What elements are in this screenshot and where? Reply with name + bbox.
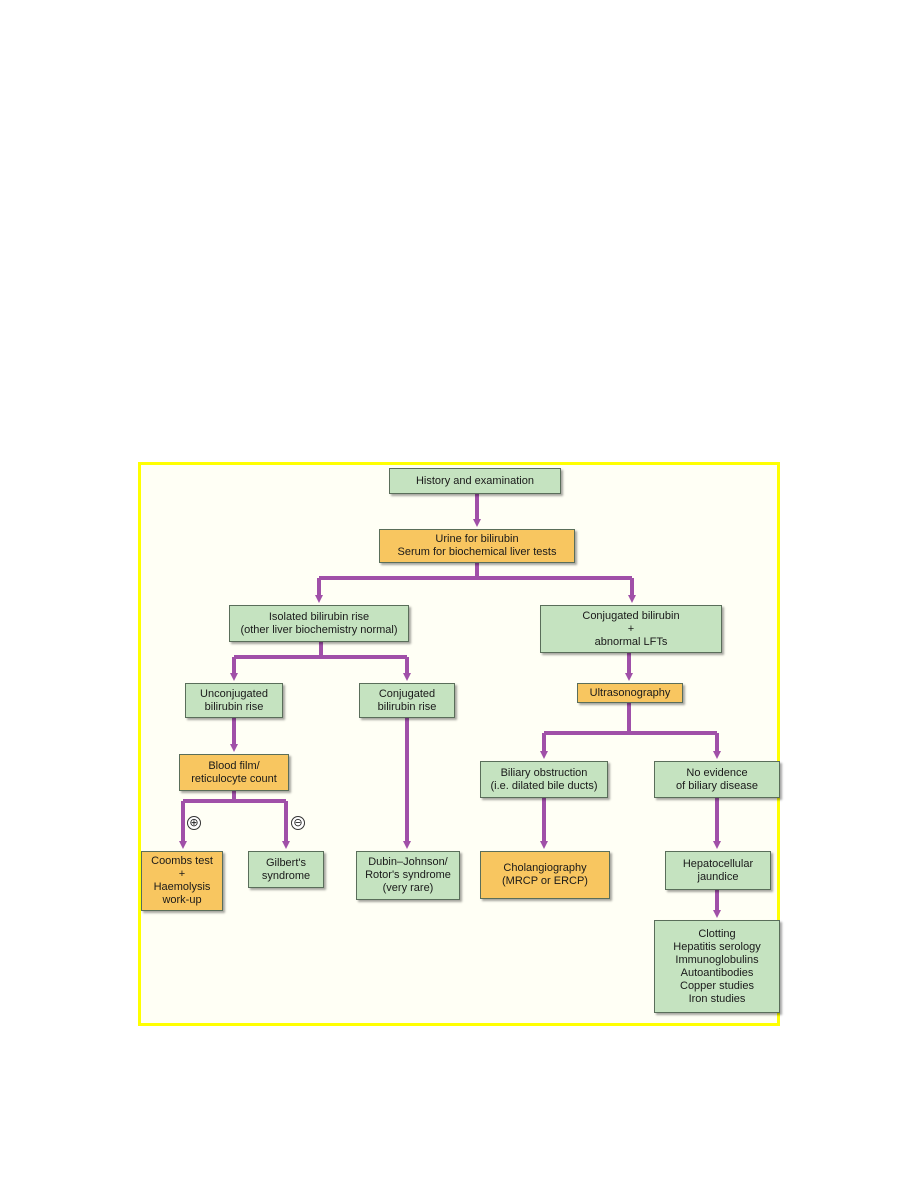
node-label-line: Hepatitis serology (673, 940, 761, 953)
arrow-ultrasono-split (544, 703, 717, 735)
node-label-line: History and examination (415, 474, 534, 487)
arrow-blood-film-split (183, 791, 286, 803)
node-label-line: Conjugated (378, 687, 436, 700)
node-isolated-bilirubin-rise: Isolated bilirubin rise(other liver bioc… (229, 605, 409, 642)
node-label-line: (very rare) (382, 882, 434, 894)
node-label-line: Gilbert's (266, 856, 306, 869)
node-label-line: Copper studies (680, 979, 754, 992)
node-label-line: Biliary obstruction (500, 766, 588, 779)
negative-sign-icon: ⊖ (291, 816, 305, 830)
node-label-line: Unconjugated (200, 687, 268, 700)
node-label-line: No evidence (686, 766, 748, 779)
node-label-line: Cholangiography (503, 862, 587, 874)
arrow-isolated-split (234, 642, 407, 659)
node-label-line: Coombs test (151, 855, 213, 867)
node-biliary-obstruction: Biliary obstruction(i.e. dilated bile du… (480, 761, 608, 798)
node-label-line: (MRCP or ERCP) (502, 875, 588, 887)
connector-layer (179, 494, 721, 918)
node-label-line: Dubin–Johnson/ (368, 856, 448, 868)
node-label-line: bilirubin rise (204, 700, 264, 713)
node-blood-film-reticulocyte-count: Blood film/reticulocyte count (179, 754, 289, 791)
node-label-line: bilirubin rise (377, 700, 437, 713)
node-ultrasonography: Ultrasonography (577, 683, 683, 703)
node-label-line: Urine for bilirubin (435, 533, 519, 545)
jaundice-flowchart: History and examination Urine for biliru… (138, 462, 780, 1026)
node-label-line: Iron studies (688, 992, 746, 1005)
node-dubin-johnson-rotor: Dubin–Johnson/Rotor's syndrome(very rare… (356, 851, 460, 900)
node-label-line: (i.e. dilated bile ducts) (490, 779, 598, 792)
node-label-line: (other liver biochemistry normal) (240, 623, 398, 636)
arrow-urine-split (319, 563, 632, 580)
node-label-line: Serum for biochemical liver tests (397, 546, 557, 558)
node-label-line: jaundice (697, 870, 739, 883)
node-label-line: Haemolysis (153, 881, 211, 893)
node-label-line: Blood film/ (208, 759, 260, 772)
node-label-line: abnormal LFTs (594, 635, 668, 648)
node-label-line: Conjugated bilirubin (582, 609, 680, 622)
node-label-line: Rotor's syndrome (365, 869, 451, 881)
node-label-line: of biliary disease (676, 779, 758, 792)
node-label-line: work-up (162, 894, 202, 906)
node-label-line: Autoantibodies (680, 966, 754, 979)
node-label-line: Clotting (698, 927, 736, 940)
node-label-line: + (627, 622, 635, 635)
node-cholangiography: Cholangiography(MRCP or ERCP) (480, 851, 610, 899)
node-history-examination: History and examination (389, 468, 561, 494)
node-label-line: Isolated bilirubin rise (268, 610, 370, 623)
node-conjugated-bilirubin-abnormal-lfts: Conjugated bilirubin+abnormal LFTs (540, 605, 722, 653)
node-label-line: Ultrasonography (589, 686, 671, 699)
node-label-line: reticulocyte count (191, 772, 277, 785)
node-label-line: + (178, 868, 186, 880)
node-label-line: Immunoglobulins (675, 953, 759, 966)
node-label-line: syndrome (261, 869, 311, 882)
node-label-line: Hepatocellular (682, 857, 754, 870)
positive-sign-icon: ⊕ (187, 816, 201, 830)
